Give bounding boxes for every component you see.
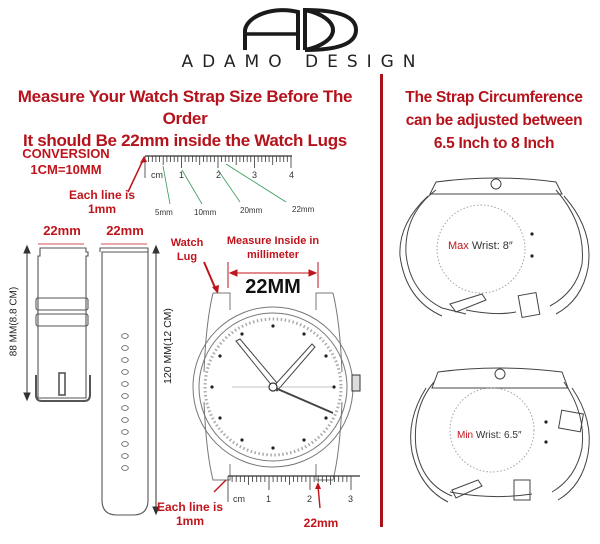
top-ruler-unit: cm bbox=[151, 170, 163, 180]
short-strap-width-label: 22mm bbox=[43, 223, 81, 238]
right-heading-line1: The Strap Circumference bbox=[405, 89, 583, 106]
conversion-value: 1CM=10MM bbox=[30, 162, 102, 177]
bottom-ruler-tick-3: 3 bbox=[348, 494, 354, 504]
left-heading-line2: It should Be 22mm inside the Watch Lugs bbox=[23, 131, 347, 150]
min-wrist-value: Wrist: 6.5″ bbox=[475, 430, 522, 441]
watch-lug-label-line1: Watch bbox=[170, 237, 204, 249]
each-line-note-top: Each line is 1mm bbox=[62, 188, 142, 216]
measure-label-line2: millimeter bbox=[247, 249, 299, 261]
long-strap-length-label: 120 MM(12 CM) bbox=[162, 308, 174, 384]
section-divider bbox=[380, 74, 383, 527]
brand-logo: ADAMO DESIGN bbox=[0, 0, 600, 74]
max-prefix: Max bbox=[448, 240, 469, 252]
max-wrist-value: Wrist: 8″ bbox=[471, 240, 513, 252]
left-heading-line1: Measure Your Watch Strap Size Before The… bbox=[17, 87, 353, 128]
bottom-note-line2: 1mm bbox=[175, 514, 204, 528]
top-ruler bbox=[127, 155, 292, 205]
brand-name: ADAMO DESIGN bbox=[181, 52, 425, 72]
min-wrist-label: Min Wrist: 6.5″ bbox=[457, 430, 522, 441]
top-ruler-tick-1: 1 bbox=[179, 170, 185, 180]
max-wrist-watch-drawing bbox=[399, 177, 590, 318]
conversion-block: CONVERSION 1CM=10MM bbox=[14, 146, 118, 178]
bottom-note-line1: Each line is bbox=[156, 500, 224, 514]
watch-lug-label: Watch Lug bbox=[164, 236, 210, 264]
top-ruler-tick-2: 2 bbox=[216, 170, 222, 180]
top-ruler-tick-3: 3 bbox=[252, 170, 258, 180]
each-line-note-line2: 1mm bbox=[87, 202, 116, 216]
bottom-ruler-unit: cm bbox=[233, 494, 245, 504]
conversion-title: CONVERSION bbox=[22, 146, 110, 161]
min-prefix: Min bbox=[457, 430, 474, 441]
lug-width-value: 22MM bbox=[245, 276, 301, 298]
callout-10mm: 10mm bbox=[194, 208, 217, 217]
each-line-note-line1: Each line is bbox=[68, 188, 136, 202]
callout-22mm: 22mm bbox=[292, 205, 315, 214]
short-strap-length-label: 88 MM(8.8 CM) bbox=[8, 286, 20, 357]
right-heading-line3: 6.5 Inch to 8 Inch bbox=[433, 135, 555, 152]
ad-monogram-icon bbox=[243, 8, 359, 52]
bottom-ruler-tick-2: 2 bbox=[307, 494, 313, 504]
callout-5mm: 5mm bbox=[155, 208, 173, 217]
each-line-note-bottom: Each line is 1mm bbox=[150, 500, 230, 528]
bottom-22mm-callout: 22mm bbox=[303, 516, 339, 530]
measure-inside-label: Measure Inside in millimeter bbox=[218, 234, 328, 262]
right-heading-line2: can be adjusted between bbox=[405, 112, 583, 129]
measure-label-line1: Measure Inside in bbox=[226, 235, 320, 247]
callout-20mm: 20mm bbox=[240, 206, 263, 215]
top-ruler-tick-4: 4 bbox=[289, 170, 295, 180]
max-wrist-label: Max Wrist: 8″ bbox=[448, 240, 513, 252]
watch-drawing bbox=[192, 261, 361, 481]
long-strap-width-label: 22mm bbox=[106, 223, 144, 238]
min-wrist-watch-drawing bbox=[410, 367, 590, 503]
right-heading: The Strap Circumference can be adjusted … bbox=[388, 86, 600, 155]
bottom-ruler-tick-1: 1 bbox=[266, 494, 272, 504]
watch-lug-label-line2: Lug bbox=[176, 251, 198, 263]
straps-drawing bbox=[23, 243, 160, 516]
bottom-ruler bbox=[213, 475, 360, 509]
left-heading: Measure Your Watch Strap Size Before The… bbox=[0, 86, 370, 152]
